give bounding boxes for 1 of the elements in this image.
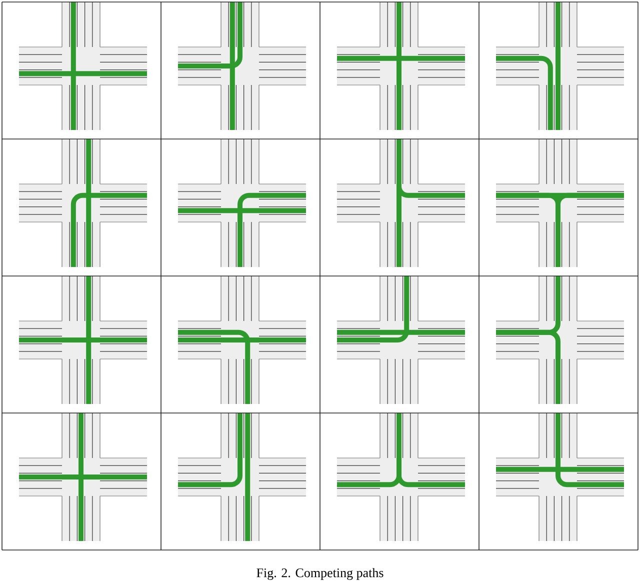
- caption: Fig. 2. Competing paths: [256, 568, 384, 580]
